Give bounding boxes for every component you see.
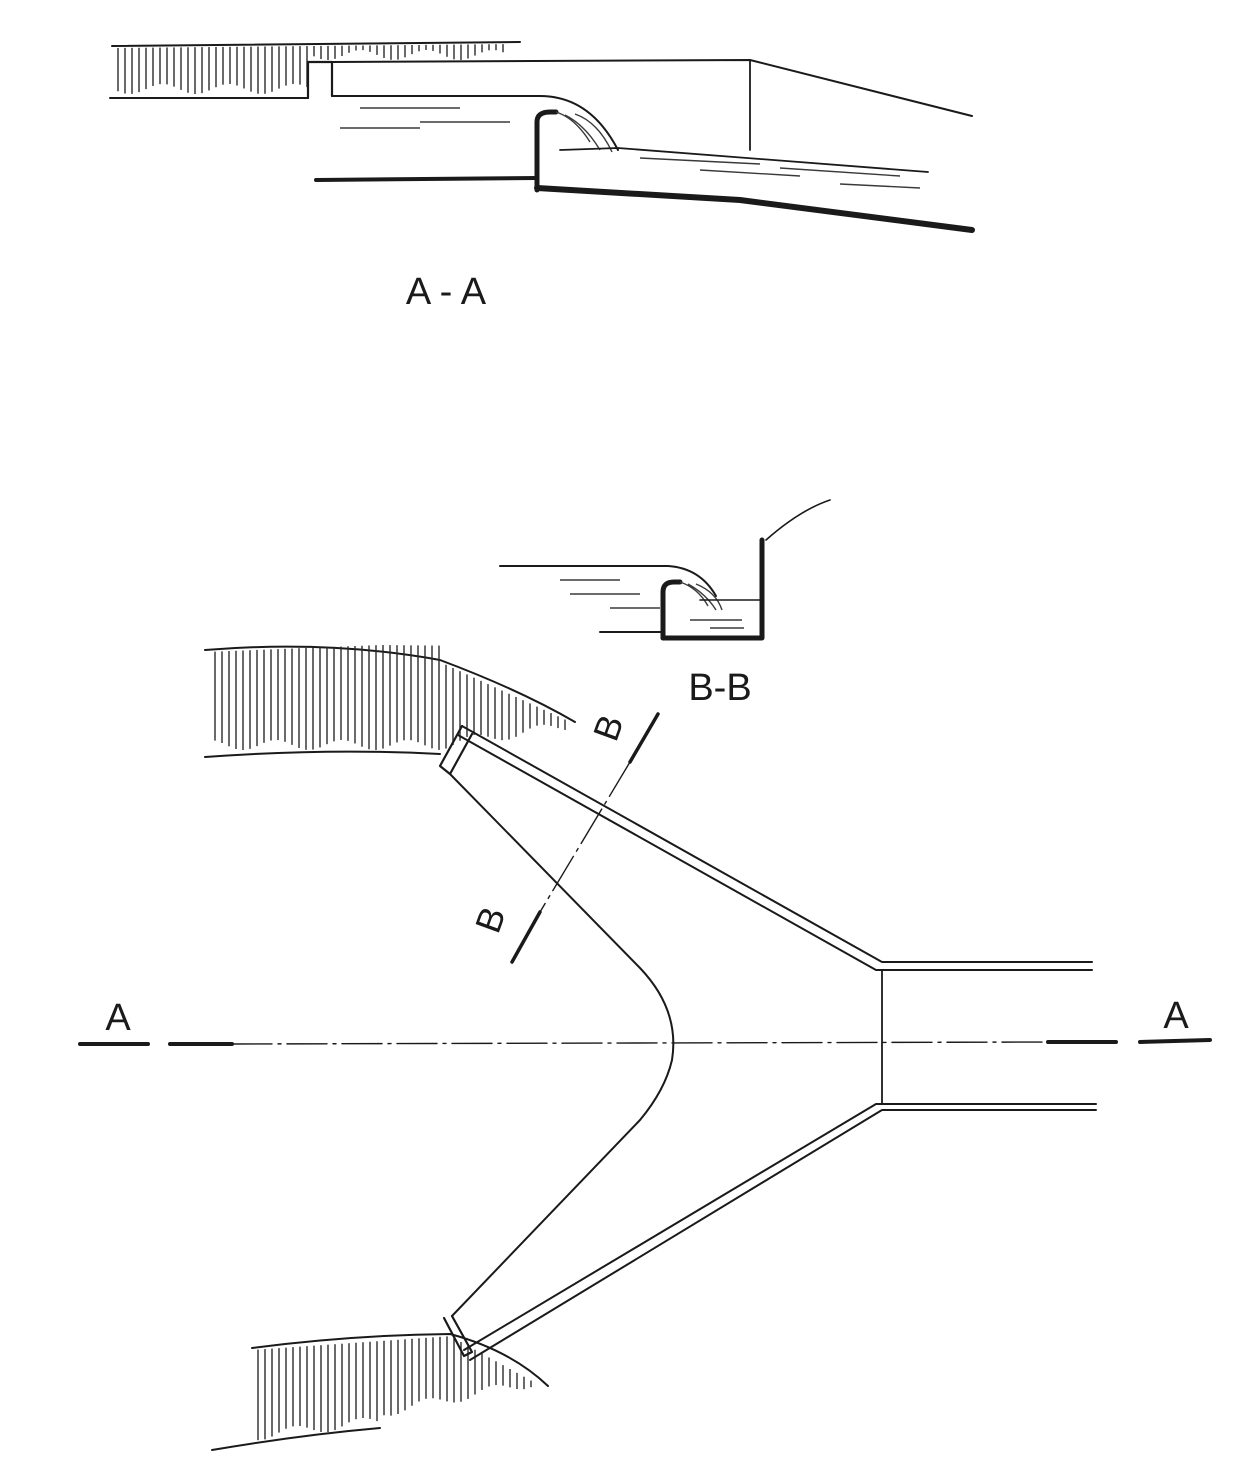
soil-hatch-lower xyxy=(257,1336,532,1441)
section-aa: A - A xyxy=(109,41,975,313)
soil-hatch-upper xyxy=(214,645,566,750)
cut-a-left-label: A xyxy=(105,997,131,1039)
cut-b-upper-label: B xyxy=(585,709,632,746)
soil-hatch-aa xyxy=(117,44,504,94)
section-bb: B-B xyxy=(499,499,831,709)
plan-view: A A B B xyxy=(78,645,1212,1451)
section-bb-label: B-B xyxy=(688,667,751,709)
water-lines-aa xyxy=(340,107,921,189)
cut-a-right-label: A xyxy=(1163,995,1189,1037)
cut-b-lower-label: B xyxy=(467,901,514,938)
section-aa-label: A - A xyxy=(406,271,487,313)
